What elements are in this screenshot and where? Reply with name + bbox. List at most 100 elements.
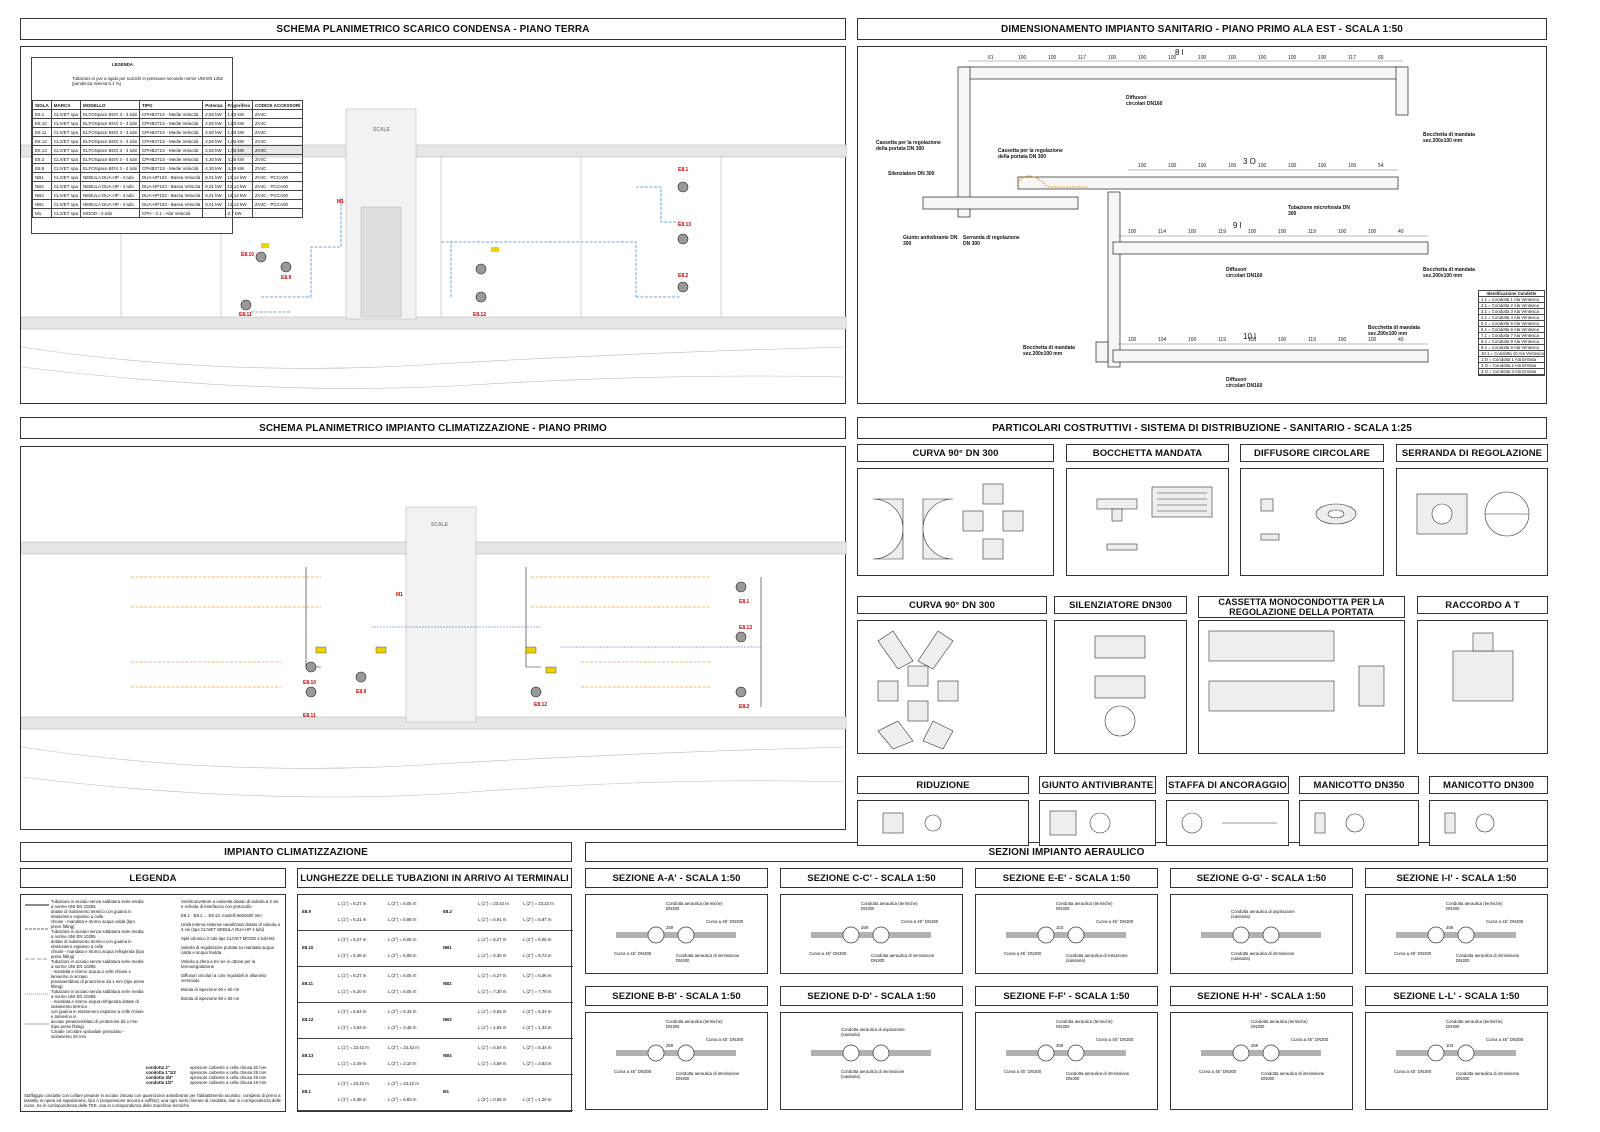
condensa-table-cell: ZV4C: [252, 118, 304, 128]
svg-text:100: 100: [1108, 55, 1117, 61]
condensa-legend-title: LEGENDA: [112, 62, 134, 67]
svg-text:100: 100: [1288, 55, 1297, 61]
svg-text:100: 100: [1198, 163, 1207, 169]
lengths-title: LUNGHEZZE DELLE TUBAZIONI IN ARRIVO AI T…: [297, 868, 572, 888]
svg-text:117: 117: [1078, 55, 1086, 61]
lengths-value: L (2°) = 3,45 m: [388, 1025, 417, 1030]
legend-line: Tubazioni in acciaio senza saldatura ser…: [51, 929, 144, 939]
lengths-value: L (1°) = 7,30 m: [478, 989, 507, 994]
panel-title-sanitario: DIMENSIONAMENTO IMPIANTO SANITARIO - PIA…: [857, 18, 1547, 40]
condensa-table-cell: NB4: [32, 199, 52, 209]
detail-title-curva90a: CURVA 90° DN 300: [857, 444, 1054, 462]
svg-text:100: 100: [1128, 337, 1137, 343]
lengths-value: L (1°) = 5,30 m: [478, 953, 507, 958]
condensa-table-cell: CLIVET spa: [50, 145, 81, 155]
legend-line: con guaina in elastomero espanso a celle…: [51, 1009, 144, 1019]
section-label-curva: Curva a 45° DN300: [706, 1037, 744, 1042]
section-duct: [1067, 1044, 1085, 1062]
lengths-terminal-id: NB4: [443, 1053, 452, 1058]
condensa-table-cell: ZV4C: [252, 136, 304, 146]
lengths-terminal-id: NB3: [443, 1017, 452, 1022]
svg-text:100: 100: [1018, 55, 1027, 61]
condensa-table-cell: CLIVET spa: [50, 163, 81, 173]
label-bocchetta-9: Bocchetta di mandata sez.200x100 mm: [1423, 267, 1475, 279]
condensa-table-cell: ZV4C - PCCA00: [252, 190, 304, 200]
section-label-curva: Curva a 45° DN300: [1394, 951, 1432, 956]
svg-text:100: 100: [1278, 337, 1287, 343]
condensa-table-cell: ZV4C: [252, 154, 304, 164]
svg-text:100: 100: [1228, 55, 1237, 61]
condensa-table-cell: CPHB271S - Medie Velocità: [138, 136, 204, 146]
condensa-table-cell: E8.9: [32, 163, 52, 173]
condotta-spessore: spessore coibente a cella chiusa 32 mm: [190, 1065, 267, 1070]
condensa-table-cell: CPHB271S - Medie Velocità: [138, 109, 204, 119]
lengths-value: L (2°) = 5,34 m: [523, 1045, 552, 1050]
condensa-table-cell: 2,50 kW: [202, 136, 226, 146]
section-label-curva: Curva a 45° DN300: [1096, 1037, 1134, 1042]
condensa-table-cell: 1,83 kW: [224, 118, 254, 128]
svg-text:104: 104: [1158, 337, 1167, 343]
ident-row: 2.1 = Condotta 2 Ala Ventesca: [1479, 303, 1544, 309]
condensa-table-cell: Frigorifera: [224, 100, 254, 110]
section-duct: [647, 926, 665, 944]
svg-text:100: 100: [1258, 163, 1267, 169]
svg-text:100: 100: [1368, 229, 1377, 235]
section-label-termiche: Condotta aeraulica (termiche) DN300: [666, 1019, 723, 1029]
lengths-terminal-id: E8.13: [302, 1053, 314, 1058]
condensa-table-cell: DUA-HP103 - Bassa Velocità: [138, 181, 204, 191]
condotta-spessore: spessore coibente a cella chiusa 28 mm: [190, 1070, 267, 1075]
svg-text:100: 100: [1368, 337, 1377, 343]
detail-giunto: [1039, 800, 1156, 846]
section-label-termiche: Condotta aeraulica (termiche) DN300: [1251, 1019, 1308, 1029]
condensa-table-cell: ELFOSpace BOX 3 - 4 tubi: [79, 118, 140, 128]
lengths-value: L (2°) = 5,34 m: [388, 1009, 417, 1014]
detail-manicotto350: [1299, 800, 1419, 846]
svg-text:100: 100: [1188, 337, 1197, 343]
serranda-drawing: [1416, 491, 1530, 537]
section-dimension: 259: [1056, 1043, 1064, 1048]
svg-text:100: 100: [1188, 229, 1197, 235]
condensa-table-cell: CLIVET spa: [50, 154, 81, 164]
detail-title-cassetta: CASSETTA MONOCONDOTTA PER LA REGOLAZIONE…: [1198, 596, 1405, 618]
condensa-table-cell: NEBULA DUA HP - 4 tubi: [79, 172, 140, 182]
label-e2-condensa: E8.2: [678, 273, 689, 279]
legend-line: Tubazioni in acciaio senza saldatura ser…: [51, 959, 144, 969]
ident-title: Identificazione Condotte: [1479, 291, 1544, 297]
condensa-table-cell: NEBULA DUA HP - 4 tubi: [79, 181, 140, 191]
condensa-table-cell: 2,50 kW: [202, 127, 226, 137]
lengths-value: L (2°) = 5,88 m: [388, 917, 417, 922]
condensa-table-cell: 4,28 kW: [224, 163, 254, 173]
section-label-curva: Curva a 45° DN300: [1486, 919, 1524, 924]
detail-title-curva90b: CURVA 90° DN 300: [857, 596, 1047, 614]
lengths-value: L (1°) = 1,94 m: [478, 1025, 507, 1030]
section-label-curva: Curva a 45° DN300: [614, 951, 652, 956]
condotta-diameter: condotta 1"1/2: [146, 1070, 176, 1075]
section-label-immissione: Condotta aeraulica di immissione DN300: [1261, 1071, 1325, 1081]
condensa-table-cell: ELFOSpace BOX 3 - 4 tubi: [79, 145, 140, 155]
condensa-table-cell: E8.2: [32, 154, 52, 164]
condensa-table-cell: NEBULA DUA HP - 4 tubi: [79, 190, 140, 200]
section-title-dd: SEZIONE D-D' - SCALA 1:50: [780, 986, 963, 1006]
legend-line: - mandata e ritorno acqua refrigerata do…: [51, 999, 139, 1009]
lengths-value: L (2°) = 6,06 m: [523, 973, 552, 978]
detail-riduzione: [857, 800, 1029, 846]
section-label-termiche: Condotta aeraulica (termiche) DN300: [666, 901, 723, 911]
giunto-drawing: [1049, 810, 1111, 836]
section-label-termiche: Condotta aeraulica (termiche) DN300: [1446, 901, 1503, 911]
section-drawing: [616, 1044, 736, 1062]
section-drawing: [616, 926, 736, 944]
condensa-table-cell: M1: [32, 208, 52, 218]
section-label-curva: Curva a 45° DN300: [1394, 1069, 1432, 1074]
condensa-table-cell: NB2: [32, 181, 52, 191]
ident-row: 3.1 = Condotta 3 Ala Ventesca: [1479, 309, 1544, 315]
legend-item: Valvola a sfera a tre vie in ottone per …: [181, 959, 256, 969]
